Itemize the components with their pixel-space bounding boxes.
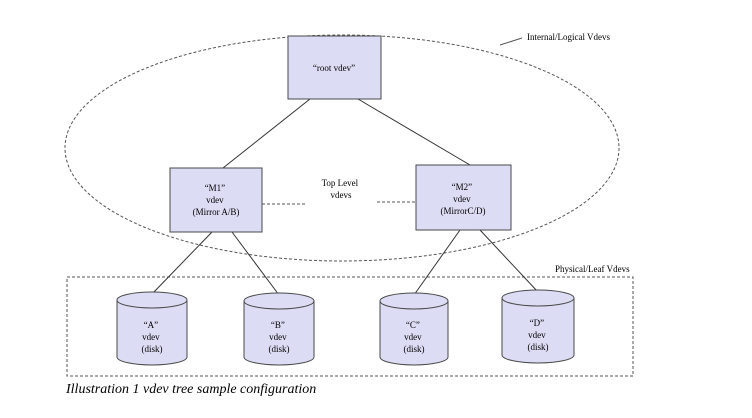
disk-d-node: “D” vdev (disk) xyxy=(501,289,575,364)
physical-vdevs-label: Physical/Leaf Vdevs xyxy=(555,264,630,274)
svg-text:“A” vdev (disk): “A” vdev (disk) xyxy=(142,320,163,354)
figure-caption: Illustration 1 vdev tree sample configur… xyxy=(65,382,316,397)
edge-root-m1 xyxy=(222,98,311,169)
edge-root-m2 xyxy=(357,98,471,166)
internal-label-leader xyxy=(499,37,523,46)
disk-a-node: “A” vdev (disk) xyxy=(116,291,188,366)
svg-text:“M1” vdev (Mirror: “M1” vdev (Mirror A/B) xyxy=(193,183,240,217)
m2-vdev-node: “M2” vdev (MirrorC/D) xyxy=(415,164,512,231)
m1-vdev-node: “M1” vdev (Mirror A/B) xyxy=(169,167,263,233)
svg-text:“B” vdev (disk): “B” vdev (disk) xyxy=(269,320,290,354)
internal-vdevs-label: Internal/Logical Vdevs xyxy=(527,32,611,42)
root-vdev-node: “root vdev” xyxy=(287,35,382,100)
edge-m1-b xyxy=(231,231,280,296)
svg-text:“M2” vdev (MirrorC: “M2” vdev (MirrorC/D) xyxy=(441,182,486,216)
svg-text:“C” vdev (disk): “C” vdev (disk) xyxy=(404,320,425,354)
svg-text:“D” vdev (disk): “D” vdev (disk) xyxy=(528,318,549,352)
physical-vdevs-box xyxy=(66,276,634,377)
svg-text:“root vdev”: “root vdev” xyxy=(313,63,355,73)
edge-m2-d xyxy=(479,229,539,293)
disk-c-node: “C” vdev (disk) xyxy=(379,292,449,366)
internal-vdevs-ellipse xyxy=(64,34,620,262)
top-level-label: Top Level vdevs xyxy=(322,178,361,200)
edge-m2-c xyxy=(413,229,461,296)
disk-b-node: “B” vdev (disk) xyxy=(243,292,315,366)
tree-edges xyxy=(151,98,539,296)
edge-m1-a xyxy=(151,231,213,295)
